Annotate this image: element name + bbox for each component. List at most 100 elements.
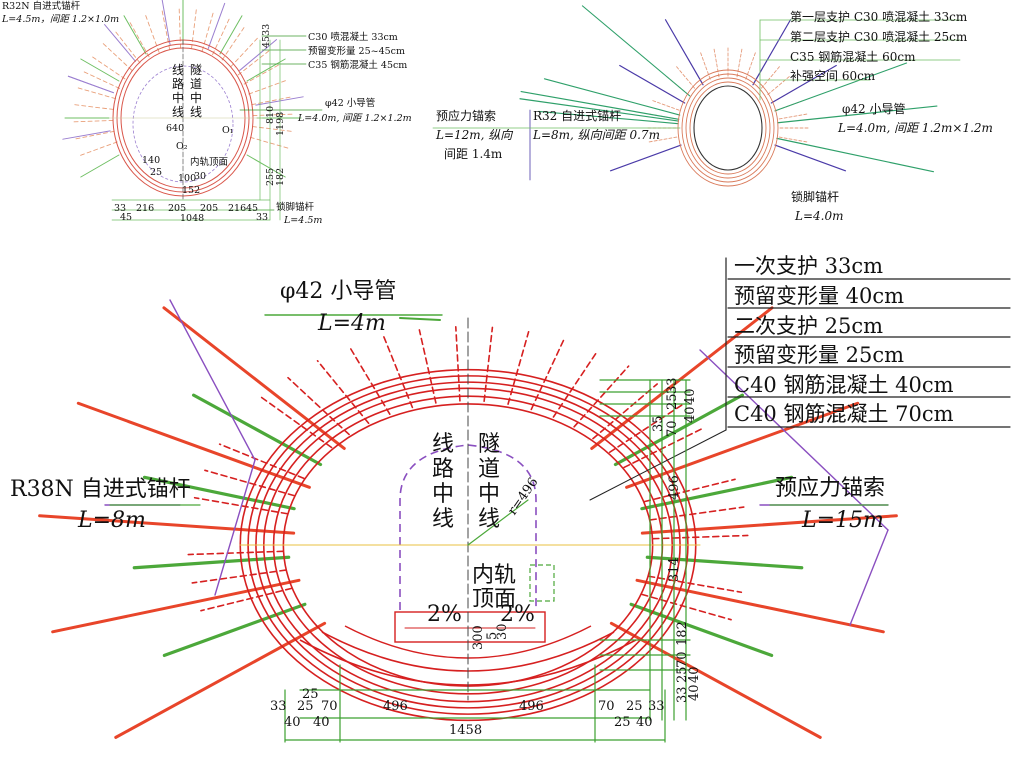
fig-c-rail-top-1: 内轨: [472, 563, 517, 588]
fig-a-clearance-outline: [132, 65, 234, 183]
fig-a-pipe-ray: [80, 58, 120, 82]
fig-c-layer-1: 一次支护 33cm: [734, 254, 884, 278]
fig-a-inner-dim-100: 100: [178, 173, 197, 184]
fig-b-long-ray: [538, 110, 679, 125]
fig-a-route-center-1: 线: [172, 63, 185, 77]
fig-c-anchor-dashed: [260, 396, 333, 449]
fig-a-layer-1: C30 喷混凝土 33cm: [308, 32, 398, 43]
fig-a-inner-dim-30: 30: [194, 171, 207, 182]
fig-c-tunnel-center-1: 隧: [478, 432, 501, 457]
fig-c-guide-line: [849, 529, 889, 626]
fig-a-anchor-label: R32N 自进式锚杆: [2, 1, 81, 12]
fig-b-short-ray: [767, 76, 790, 96]
fig-c-dim-b-25r-2: 25: [614, 715, 631, 730]
fig-b-lining-ring: [677, 69, 779, 187]
fig-a-anchor-ray: [178, 7, 182, 49]
fig-c-anchor-dashed: [193, 496, 289, 515]
fig-a-anchor-ray: [102, 42, 133, 71]
fig-b-foot-bolt-label: 锁脚锚杆: [791, 190, 840, 204]
fig-a-tunnel-center-2: 道: [190, 77, 203, 91]
fig-b-pipe-label: φ42 小导管: [842, 102, 906, 116]
fig-c-dim-b-496r: 496: [519, 699, 544, 714]
fig-a-route-center-2: 路: [172, 77, 185, 91]
fig-a-guide-ray: [255, 96, 304, 106]
fig-c-anchor-dashed: [623, 426, 705, 469]
fig-b-short-ray: [676, 66, 696, 89]
fig-c-dim-b-496l: 496: [383, 699, 408, 714]
figure-a-drawing: [62, 0, 323, 221]
fig-b-cable-label: 预应力锚索: [436, 109, 497, 123]
fig-a-anchor-ray: [191, 8, 197, 49]
fig-c-anchor-dashed: [530, 338, 565, 411]
fig-c-pipe-ray: [645, 555, 804, 570]
fig-c-guide-line: [214, 459, 256, 596]
fig-a-anchor-ray: [114, 30, 141, 64]
fig-c-dim-r-40b-1: 40: [687, 666, 702, 683]
fig-c-total-width: 1458: [449, 723, 483, 738]
fig-c-clearance-outline: [399, 444, 537, 610]
fig-c-cable-ray: [609, 621, 822, 739]
fig-b-cable-ray: [777, 105, 938, 124]
fig-a-foot-bolt-label: 锁脚锚杆: [276, 202, 315, 213]
fig-a-center-o2: O₂: [176, 141, 188, 152]
fig-a-guide-ray: [104, 24, 136, 62]
fig-c-layer-6: C40 钢筋混凝土 70cm: [734, 402, 954, 426]
fig-c-track-bed: [394, 611, 546, 643]
fig-c-slope-left: 2%: [427, 602, 462, 627]
fig-b-pipe-spec: L=4.0m, 间距 1.2m×1.2m: [838, 121, 993, 135]
fig-b-lining-ring: [681, 73, 775, 183]
fig-b-long-ray: [581, 5, 691, 97]
fig-c-invert-arc: [321, 631, 615, 672]
fig-a-inner-dim-140: 140: [142, 155, 161, 166]
fig-a-anchor-ray: [129, 21, 150, 58]
fig-c-rail-top-2: 顶面: [472, 587, 517, 612]
fig-b-layer-4: 补强空间 60cm: [790, 69, 876, 83]
fig-c-dim-r-40t-1: 40: [683, 406, 698, 423]
fig-a-dim-b2: 45: [120, 212, 133, 223]
fig-a-anchor-ray: [252, 126, 293, 132]
fig-c-pipe-ray: [142, 475, 296, 511]
fig-c-anchor-dashed: [287, 376, 350, 436]
fig-b-anchor-label: R32 自进式锚杆: [533, 109, 622, 123]
fig-a-pipe-ray: [246, 58, 286, 82]
fig-c-layer-3: 二次支护 25cm: [734, 314, 884, 338]
fig-c-route-center-4: 线: [432, 507, 455, 532]
fig-b-anchor-ray: [752, 19, 792, 86]
fig-b-cable-ray: [520, 90, 680, 120]
fig-c-center-dim-300: 300: [471, 625, 486, 650]
fig-a-inner-dim-25: 25: [150, 167, 163, 178]
fig-a-dim-b6: 216: [228, 203, 247, 214]
fig-a-guide-ray: [161, 0, 171, 46]
fig-a-anchor-ray: [73, 104, 114, 110]
fig-a-pipe-ray: [246, 154, 286, 178]
fig-c-anchor-dashed: [187, 550, 284, 556]
fig-b-anchor-spec: L=8m, 纵向间距 0.7m: [533, 128, 660, 142]
fig-c-anchor-dashed: [383, 335, 414, 409]
fig-c-dim-r-40t-2: 40: [683, 388, 698, 405]
fig-c-cable-ray: [625, 401, 860, 489]
fig-c-anchor-dashed: [483, 326, 494, 403]
fig-a-layer-2: 预留变形量 25~45cm: [308, 46, 405, 57]
fig-b-cable-spec-1: L=12m, 纵向: [436, 128, 513, 142]
fig-a-guide-ray: [67, 75, 114, 94]
fig-c-pipe-label: φ42 小导管: [280, 279, 397, 304]
fig-b-short-ray: [736, 48, 743, 78]
fig-c-dim-r-182: 182: [675, 621, 690, 646]
fig-a-dim-b4: 205: [168, 203, 187, 214]
fig-c-slope-right: 2%: [500, 602, 535, 627]
fig-c-dim-r-496: 496: [667, 475, 682, 500]
fig-c-anchor-dashed: [454, 326, 461, 402]
fig-b-cable-ray: [776, 137, 935, 173]
fig-c-tunnel-center-2: 道: [478, 457, 501, 482]
fig-b-anchor-ray: [664, 19, 704, 86]
fig-c-anchor-dashed: [592, 383, 658, 440]
fig-a-anchor-ray: [221, 26, 245, 61]
fig-c-tunnel-center-4: 线: [478, 507, 501, 532]
fig-c-pipe-ray: [162, 602, 307, 658]
fig-b-foot-bolt-spec: L=4.0m: [795, 209, 844, 223]
fig-b-long-ray: [543, 78, 681, 116]
fig-c-dim-b-33r: 33: [648, 699, 665, 714]
fig-c-anchor-dashed: [643, 478, 736, 503]
fig-a-anchor-ray: [230, 37, 259, 68]
